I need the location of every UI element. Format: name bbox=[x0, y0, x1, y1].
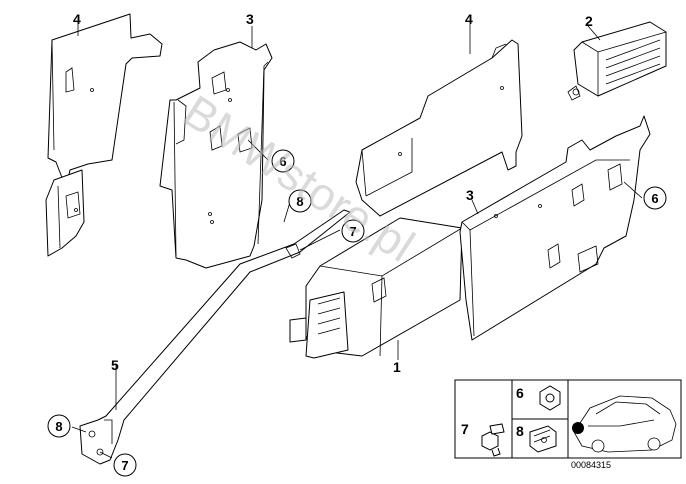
legend-clip-8: 8 bbox=[516, 423, 557, 453]
legend-label-screw: 7 bbox=[461, 421, 469, 437]
label-bracket-right-4: 4 bbox=[465, 11, 473, 27]
callout-nut-right-6: 6 bbox=[643, 186, 667, 210]
callout-label: 7 bbox=[121, 458, 128, 473]
legend-screw-7: 7 bbox=[461, 421, 505, 457]
image-code: 00084315 bbox=[571, 460, 611, 470]
location-marker bbox=[572, 422, 584, 434]
label-strut-5: 5 bbox=[111, 357, 119, 373]
part-labels: 4 3 4 2 3 1 5 bbox=[73, 11, 593, 375]
strut-5 bbox=[79, 209, 351, 465]
label-bracket-left-4: 4 bbox=[73, 11, 81, 27]
legend-label-clip: 8 bbox=[516, 423, 524, 439]
legend-box: 6 7 8 bbox=[454, 379, 682, 459]
leader-lines bbox=[71, 22, 643, 459]
callout-label: 7 bbox=[349, 224, 356, 239]
module-2 bbox=[567, 21, 667, 101]
callout-screw-7-top: 7 bbox=[341, 219, 365, 243]
control-unit-1 bbox=[289, 217, 463, 359]
callout-screw-7-bottom: 7 bbox=[113, 453, 137, 477]
callout-label: 8 bbox=[296, 194, 303, 209]
callout-label: 6 bbox=[279, 154, 286, 169]
callout-label: 6 bbox=[651, 191, 658, 206]
bracket-left-3 bbox=[159, 41, 273, 269]
bracket-left-4 bbox=[45, 13, 163, 257]
label-bracket-right-3: 3 bbox=[466, 187, 474, 203]
legend-nut-6: 6 bbox=[516, 385, 561, 411]
label-control-unit-1: 1 bbox=[393, 359, 401, 375]
clip-nut-icon bbox=[529, 425, 557, 453]
callout-label: 8 bbox=[55, 419, 62, 434]
callout-clip-8-top: 8 bbox=[288, 189, 312, 213]
legend-label-nut: 6 bbox=[516, 385, 524, 401]
label-module-2: 2 bbox=[585, 13, 593, 29]
label-bracket-left-3: 3 bbox=[246, 11, 254, 27]
nut-icon bbox=[539, 385, 561, 411]
bracket-right-3 bbox=[459, 115, 651, 341]
bracket-right-4 bbox=[355, 39, 523, 217]
car-locator-icon bbox=[572, 395, 677, 453]
callout-clip-8-bottom: 8 bbox=[47, 414, 71, 438]
screw-icon bbox=[481, 423, 505, 457]
callout-nut-left-6: 6 bbox=[271, 149, 295, 173]
